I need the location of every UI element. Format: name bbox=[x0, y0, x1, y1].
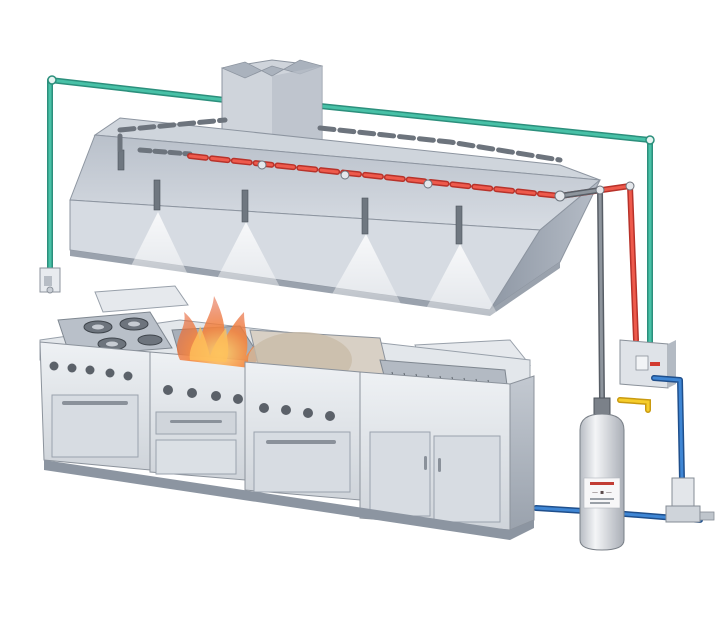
range-with-burners bbox=[39, 311, 173, 471]
detection-line bbox=[47, 75, 655, 363]
charbroiler bbox=[359, 359, 511, 531]
agent-distribution-line bbox=[117, 117, 639, 403]
fryer-with-fire bbox=[149, 296, 263, 481]
electric-line bbox=[617, 397, 651, 413]
exhaust-hood bbox=[69, 117, 602, 316]
tank-label-line-1: — ▪ — bbox=[592, 489, 612, 496]
griddle bbox=[244, 329, 393, 501]
gas-shutoff-valve bbox=[665, 477, 715, 523]
agent-cylinder: — ▪ — bbox=[579, 397, 625, 551]
fire-icon bbox=[176, 296, 263, 368]
spray-nozzles bbox=[117, 149, 506, 330]
exhaust-duct bbox=[220, 59, 324, 151]
manual-pull-station bbox=[39, 267, 61, 294]
